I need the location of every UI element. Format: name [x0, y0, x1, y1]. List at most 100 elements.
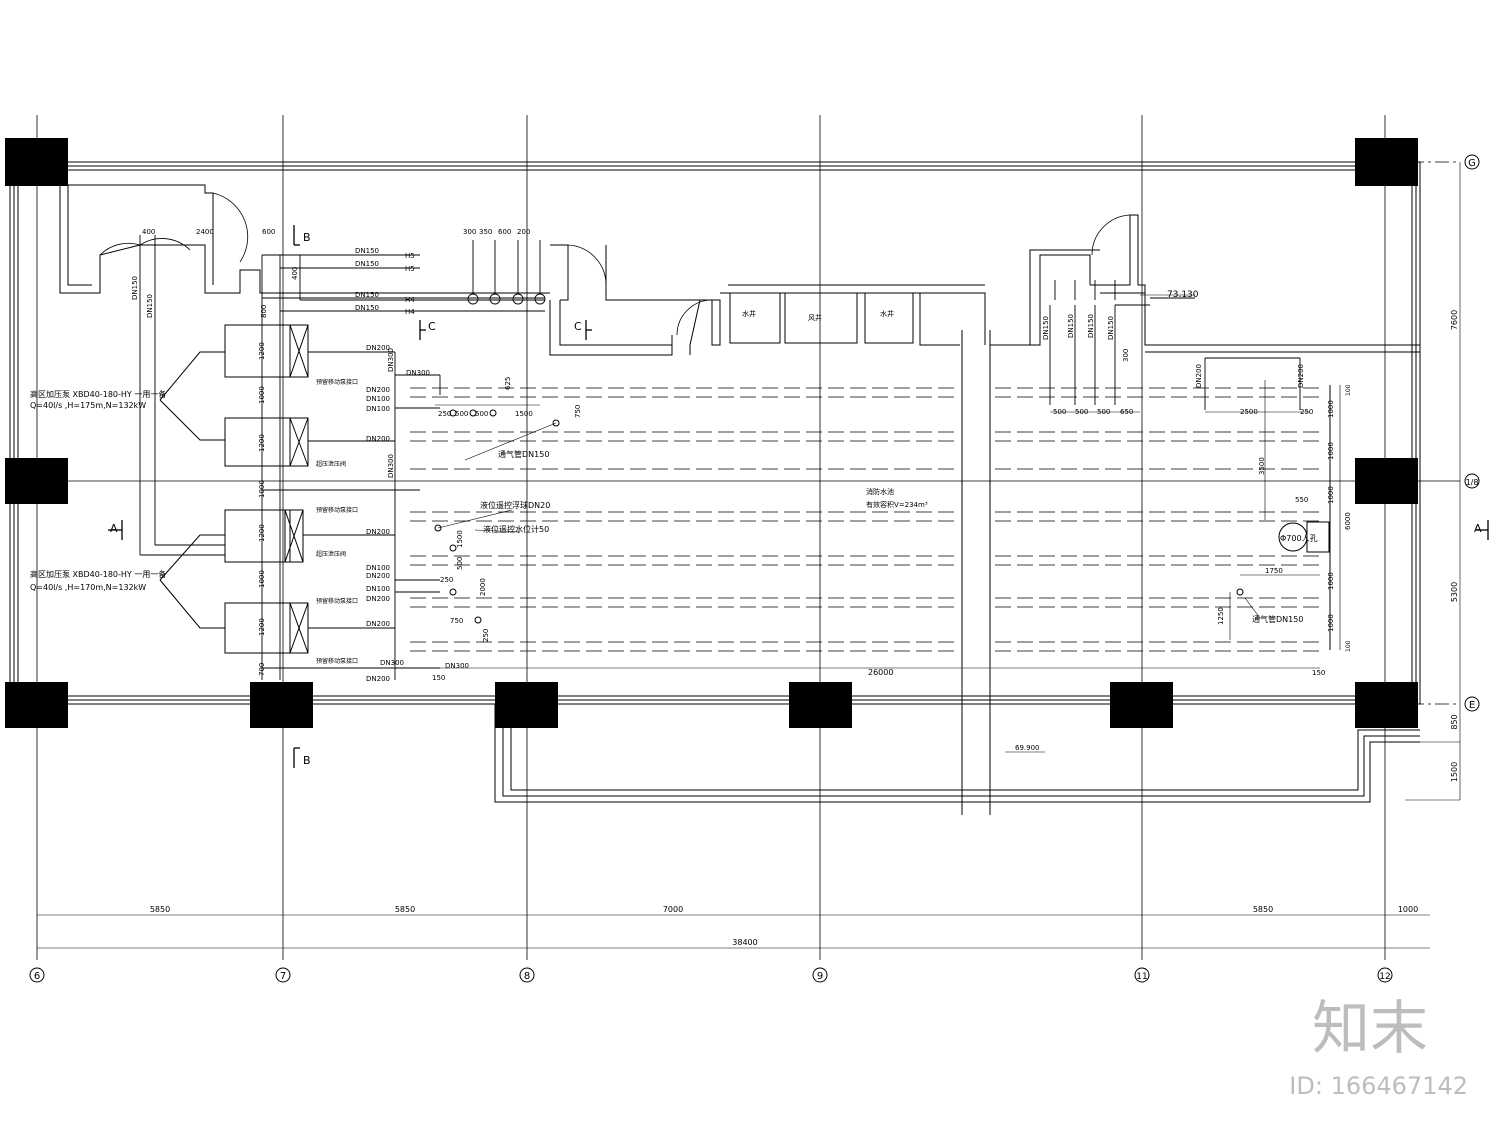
dim: 150 [1312, 669, 1325, 677]
section-A-left: A [110, 522, 118, 535]
dim-5850-c: 5850 [1253, 905, 1273, 914]
axis-label-E: E [1469, 700, 1475, 711]
dim: 250 [1300, 408, 1313, 416]
tank-label-volume: 有效容积V=234m³ [866, 500, 928, 509]
dim: 1000 [1327, 614, 1335, 632]
dim: 300 [463, 228, 476, 236]
section-A-right: A [1474, 522, 1482, 535]
manhole-label: Φ700人孔 [1280, 534, 1318, 543]
axis-lines [10, 115, 1460, 960]
dim-5300: 5300 [1450, 582, 1459, 602]
dim: 800 [260, 305, 268, 318]
pump-group-1-line2: Q=40l/s ,H=175m,N=132kW [30, 401, 146, 410]
dim-5850-a: 5850 [150, 905, 170, 914]
dim: 1200 [258, 524, 266, 542]
interior-walls [59, 184, 1420, 815]
dim: 500 [455, 410, 468, 418]
dim: 2000 [479, 578, 487, 596]
dim: 500 [1097, 408, 1110, 416]
pipe-label-vertical: DN150 [1042, 316, 1050, 340]
tank-dashed-rows [410, 387, 1320, 652]
shaft-air: 风井 [808, 313, 822, 322]
axis-label-6: 6 [34, 971, 40, 982]
pipe-label: 预留移动泵接口 [316, 597, 358, 605]
pipe-label: DN100 [366, 395, 390, 403]
dim: 1000 [1327, 400, 1335, 418]
axis-label-7: 7 [280, 971, 286, 982]
dim-7000: 7000 [663, 905, 683, 914]
piping [139, 235, 1301, 680]
watermark-logo: 知末 [1312, 994, 1428, 1062]
dim: 2400 [196, 228, 214, 236]
dim: 500 [456, 557, 464, 570]
pipe-label-vertical: DN150 [131, 276, 139, 300]
dim-38400: 38400 [732, 938, 757, 947]
dim: 250 [440, 576, 453, 584]
axis-label-9: 9 [817, 971, 823, 982]
dim: 150 [432, 674, 445, 682]
dim: 1000 [1327, 486, 1335, 504]
section-C-left: C [428, 320, 436, 333]
section-B-bottom: B [303, 754, 311, 767]
dim: 400 [142, 228, 155, 236]
dim: 650 [1120, 408, 1133, 416]
axis-bubbles [29, 154, 1480, 983]
dim: 600 [498, 228, 511, 236]
dim: 200 [517, 228, 530, 236]
dim: 1000 [258, 480, 266, 498]
pipe-label: DN100 [366, 585, 390, 593]
pipe-label: 通气管DN150 [1252, 614, 1303, 624]
pipe-label: DN100 [366, 405, 390, 413]
dim: 500 [1075, 408, 1088, 416]
pipe-label-vertical: DN150 [146, 294, 154, 318]
pipe-label: 超压泄压阀 [316, 550, 346, 558]
shaft-water-1: 水井 [742, 309, 756, 318]
dim: 350 [479, 228, 492, 236]
dim: 1200 [258, 618, 266, 636]
pump-group-1-line1: 高区加压泵 XBD40-180-HY 一用一备 [30, 389, 166, 399]
pipe-label-vertical: DN200 [1297, 364, 1305, 388]
axis-label-G: G [1468, 158, 1476, 169]
dimension-lines [37, 162, 1461, 949]
dim: 1200 [258, 342, 266, 360]
dim: 1000 [258, 570, 266, 588]
pipe-label: DN200 [366, 435, 390, 443]
pipe-label: DN200 [366, 620, 390, 628]
dim: 1750 [1265, 567, 1283, 575]
elevation-top: 73.130 [1167, 290, 1199, 300]
shaft-water-2: 水井 [880, 309, 894, 318]
pump-units [159, 324, 309, 654]
pipe-label: 液位遥控水位计50 [483, 524, 549, 534]
dim: 100 [1345, 384, 1352, 396]
dim: 1250 [1217, 607, 1225, 625]
dim-7600: 7600 [1450, 310, 1459, 330]
dim: 1000 [258, 386, 266, 404]
watermark: 知末 ID: 166467142 [1289, 994, 1468, 1100]
pipe-label-vertical: DN200 [1195, 364, 1203, 388]
pipe-label: DN300 [445, 662, 469, 670]
dim: 6000 [1344, 512, 1352, 530]
pipe-label: DN150 [355, 291, 379, 299]
dim: 1200 [258, 434, 266, 452]
pipe-label: DN300 [406, 369, 430, 377]
pipe-label: DN200 [366, 528, 390, 536]
dim: 750 [574, 405, 582, 418]
pipe-label-vertical: DN300 [387, 348, 395, 372]
pipe-label: DN200 [366, 386, 390, 394]
pipe-label: 预留移动泵接口 [316, 657, 358, 665]
dim: 1500 [456, 530, 464, 548]
pipe-label-vertical: DN150 [1087, 314, 1095, 338]
tank-label-title: 消防水池 [866, 487, 894, 496]
dim: 100 [1345, 640, 1352, 652]
dim: 2500 [1240, 408, 1258, 416]
pipe-label: DN150 [355, 247, 379, 255]
dim: 550 [1295, 496, 1308, 504]
pipe-label: H4 [405, 296, 415, 304]
pipe-label-vertical: DN150 [1107, 316, 1115, 340]
outer-walls [9, 161, 1421, 803]
dim: 300 [1122, 349, 1130, 362]
structural-columns [5, 138, 1418, 728]
dim: 250 [482, 629, 490, 642]
tank-fixtures [434, 385, 1331, 650]
dim-5850-b: 5850 [395, 905, 415, 914]
